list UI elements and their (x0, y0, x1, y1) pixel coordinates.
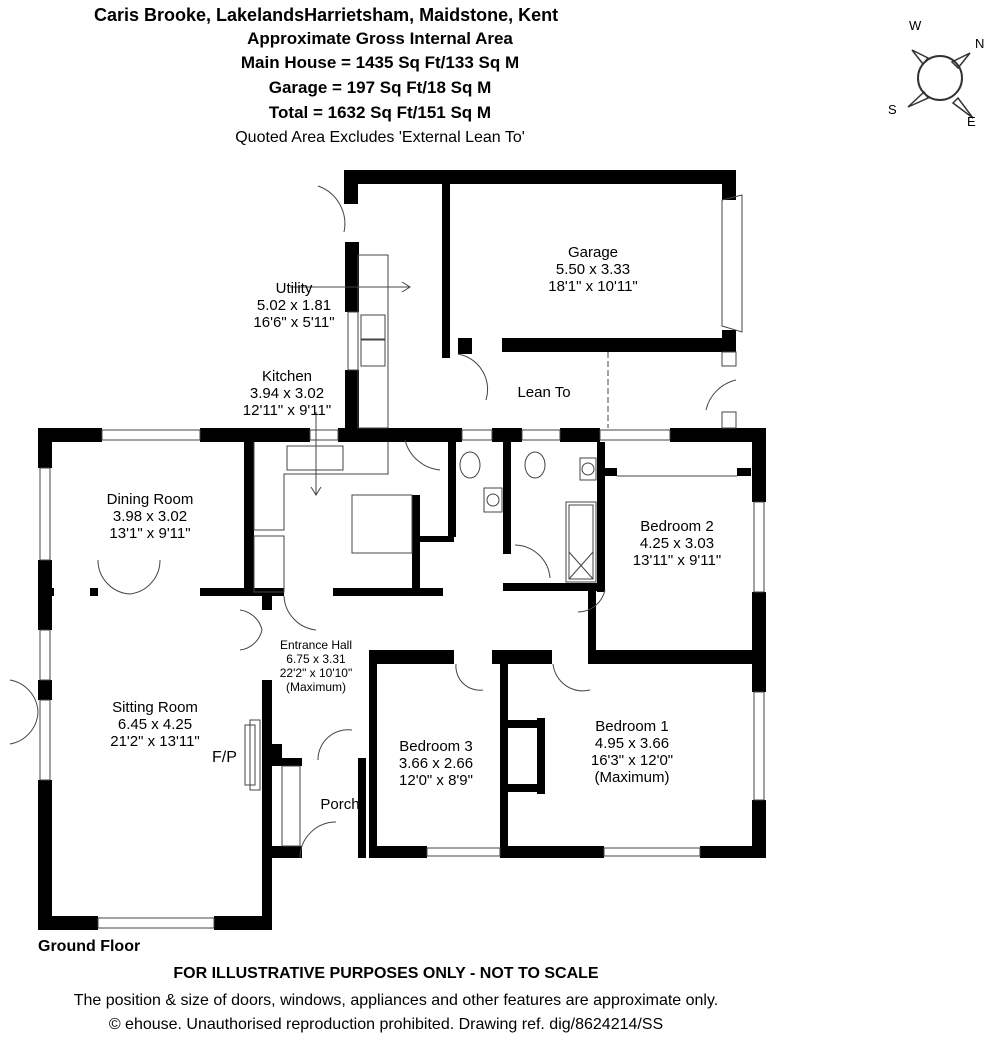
room-name: Lean To (517, 384, 571, 401)
room-note: (Maximum) (594, 769, 670, 786)
area-subtitle: Approximate Gross Internal Area (247, 29, 513, 48)
room-imperial: 22'2" x 10'10" (279, 666, 353, 680)
room-note: (Maximum) (286, 680, 346, 694)
garage-area: Garage = 197 Sq Ft/18 Sq M (268, 78, 492, 97)
room-lean-to: Lean To (517, 384, 570, 401)
room-imperial: 13'11" x 9'11" (632, 552, 722, 569)
room-name: Bedroom 3 (399, 738, 473, 755)
room-bedroom-2: Bedroom 2 4.25 x 3.03 13'11" x 9'11" (633, 518, 721, 569)
room-name: Bedroom 1 (595, 718, 669, 735)
area-note: Quoted Area Excludes 'External Lean To' (235, 129, 525, 146)
room-entrance-hall: Entrance Hall 6.75 x 3.31 22'2" x 10'10"… (280, 638, 353, 694)
room-metric: 6.45 x 4.25 (117, 716, 193, 733)
room-imperial: 13'1" x 9'11" (109, 525, 191, 542)
fireplace-label: F/P (212, 749, 237, 766)
room-name: Sitting Room (112, 699, 198, 716)
compass-east: E (967, 114, 976, 129)
room-name: Bedroom 2 (640, 518, 714, 535)
room-sitting: Sitting Room 6.45 x 4.25 21'2" x 13'11" (110, 699, 200, 750)
disclaimer: FOR ILLUSTRATIVE PURPOSES ONLY - NOT TO … (173, 965, 599, 982)
room-imperial: 16'3" x 12'0" (590, 752, 674, 769)
room-dining: Dining Room 3.98 x 3.02 13'1" x 9'11" (107, 491, 194, 542)
room-metric: 4.25 x 3.03 (639, 535, 715, 552)
compass-north: N (975, 36, 985, 51)
floor-label: Ground Floor (38, 938, 141, 955)
room-imperial: 21'2" x 13'11" (110, 733, 200, 750)
room-name: Entrance Hall (279, 638, 353, 652)
room-bedroom-1: Bedroom 1 4.95 x 3.66 16'3" x 12'0" (Max… (591, 718, 673, 786)
room-bedroom-3: Bedroom 3 3.66 x 2.66 12'0" x 8'9" (399, 738, 473, 789)
room-metric: 3.98 x 3.02 (112, 508, 188, 525)
floor-plan (9, 170, 766, 930)
room-kitchen: Kitchen 3.94 x 3.02 12'11" x 9'11" (243, 368, 331, 419)
room-imperial: 18'1" x 10'11" (548, 278, 638, 295)
room-name: Kitchen (261, 368, 313, 385)
room-name: Garage (567, 244, 619, 261)
room-garage: Garage 5.50 x 3.33 18'1" x 10'11" (548, 244, 638, 295)
room-imperial: 12'0" x 8'9" (399, 772, 473, 789)
main-house-area: Main House = 1435 Sq Ft/133 Sq M (240, 53, 520, 72)
room-name: Dining Room (106, 491, 194, 508)
room-metric: 5.50 x 3.33 (555, 261, 631, 278)
room-metric: 4.95 x 3.66 (594, 735, 670, 752)
copyright: © ehouse. Unauthorised reproduction proh… (108, 1016, 664, 1033)
room-metric: 5.02 x 1.81 (256, 297, 332, 314)
compass-icon (890, 10, 990, 130)
room-name: Utility (275, 280, 313, 297)
room-name: Porch (320, 796, 360, 813)
accuracy-note: The position & size of doors, windows, a… (73, 992, 719, 1009)
room-metric: 3.66 x 2.66 (398, 755, 474, 772)
room-metric: 6.75 x 3.31 (286, 652, 346, 666)
compass-south: S (888, 102, 897, 117)
room-metric: 3.94 x 3.02 (249, 385, 325, 402)
room-porch: Porch (320, 796, 359, 813)
total-area: Total = 1632 Sq Ft/151 Sq M (268, 103, 492, 122)
room-imperial: 12'11" x 9'11" (242, 402, 332, 419)
room-utility: Utility 5.02 x 1.81 16'6" x 5'11" (253, 280, 334, 331)
room-imperial: 16'6" x 5'11" (253, 314, 335, 331)
compass-west: W (909, 18, 922, 33)
property-title: Caris Brooke, LakelandsHarrietsham, Maid… (94, 5, 559, 25)
